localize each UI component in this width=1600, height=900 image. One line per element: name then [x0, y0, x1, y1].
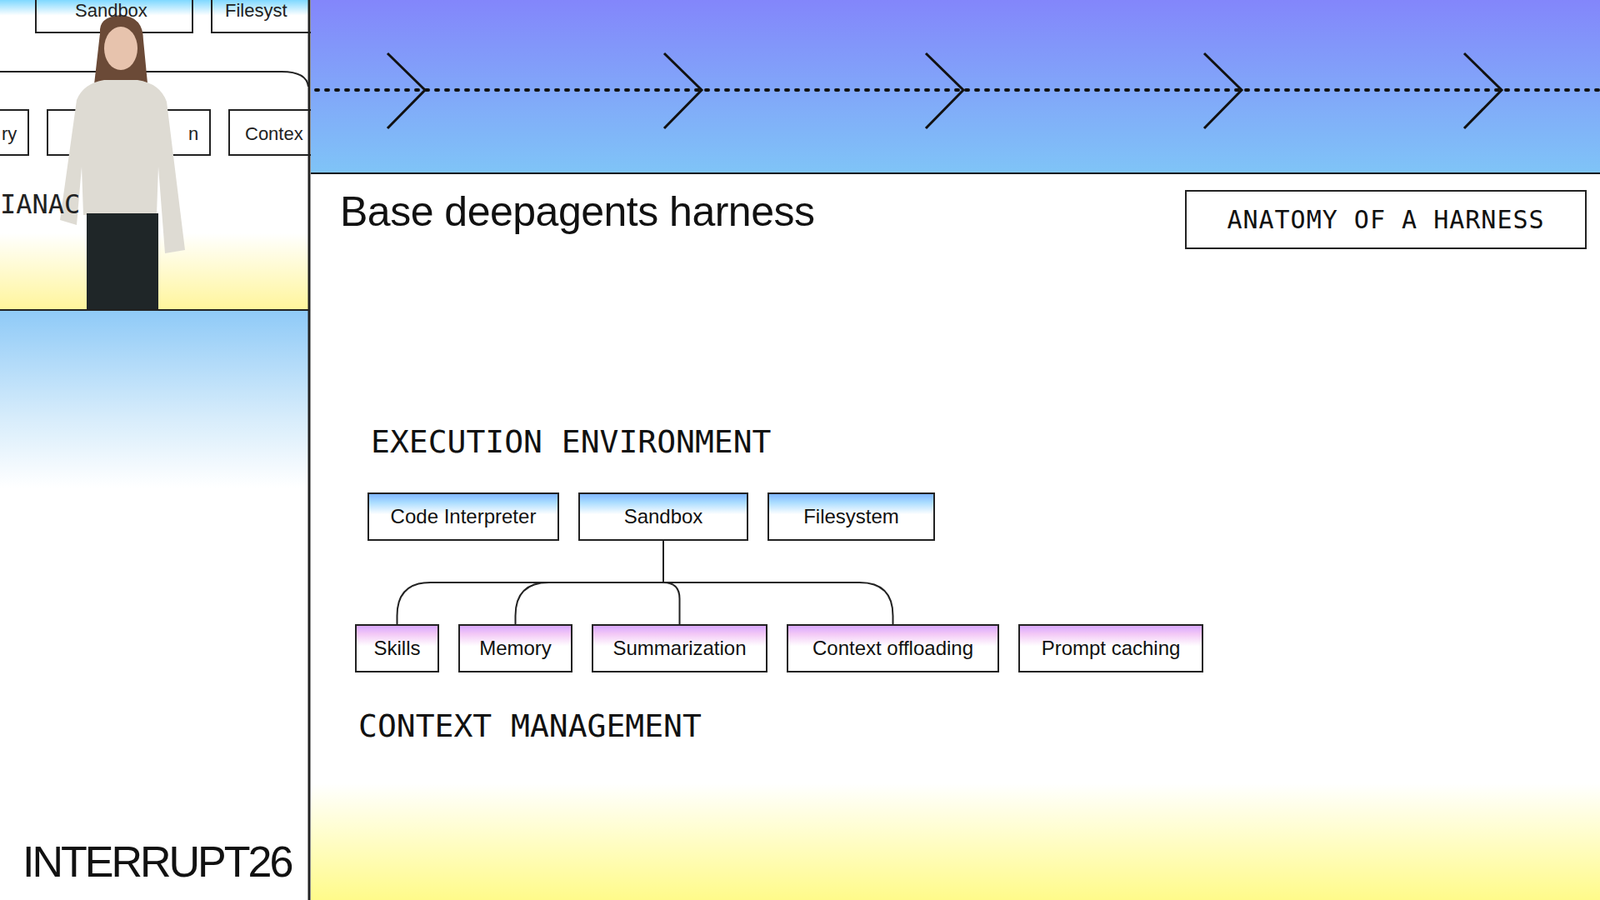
video-slide-text: Filesyst [225, 0, 288, 22]
event-logo: INTERRUPT26 [22, 836, 291, 887]
node-label: Summarization [612, 636, 746, 660]
node-label: Memory [479, 636, 552, 660]
context-box: Skills [355, 624, 440, 673]
environment-box: Sandbox [578, 492, 749, 541]
video-slide-text: IANAC [0, 188, 80, 220]
video-slide-text: ry [1, 123, 17, 145]
video-slide-text: n [188, 123, 199, 145]
connector-line [663, 540, 894, 625]
slide-title: Base deepagents harness [340, 187, 815, 236]
node-label: Skills [373, 636, 420, 660]
node-label: Code Interpreter [390, 505, 537, 529]
section-heading: CONTEXT MANAGEMENT [358, 707, 702, 745]
section-tag: ANATOMY OF A HARNESS [1185, 190, 1587, 250]
environment-box: Code Interpreter [367, 492, 560, 541]
node-label: ANATOMY OF A HARNESS [1226, 205, 1545, 235]
node-label: Filesystem [803, 505, 900, 529]
environment-box: Filesystem [767, 492, 935, 541]
context-box: Context offloading [786, 624, 1000, 673]
video-slide-text: Contex [245, 123, 304, 145]
node-label: Context offloading [812, 636, 974, 660]
connector-line [515, 540, 665, 625]
context-box: Memory [458, 624, 573, 673]
connector-line [397, 540, 665, 625]
section-heading: EXECUTION ENVIRONMENT [370, 423, 771, 460]
video-slide-text: Sandbox [75, 0, 148, 22]
node-label: Prompt caching [1041, 636, 1181, 660]
node-label: Sandbox [624, 505, 704, 529]
context-box: Prompt caching [1018, 624, 1204, 673]
context-box: Summarization [591, 624, 768, 673]
